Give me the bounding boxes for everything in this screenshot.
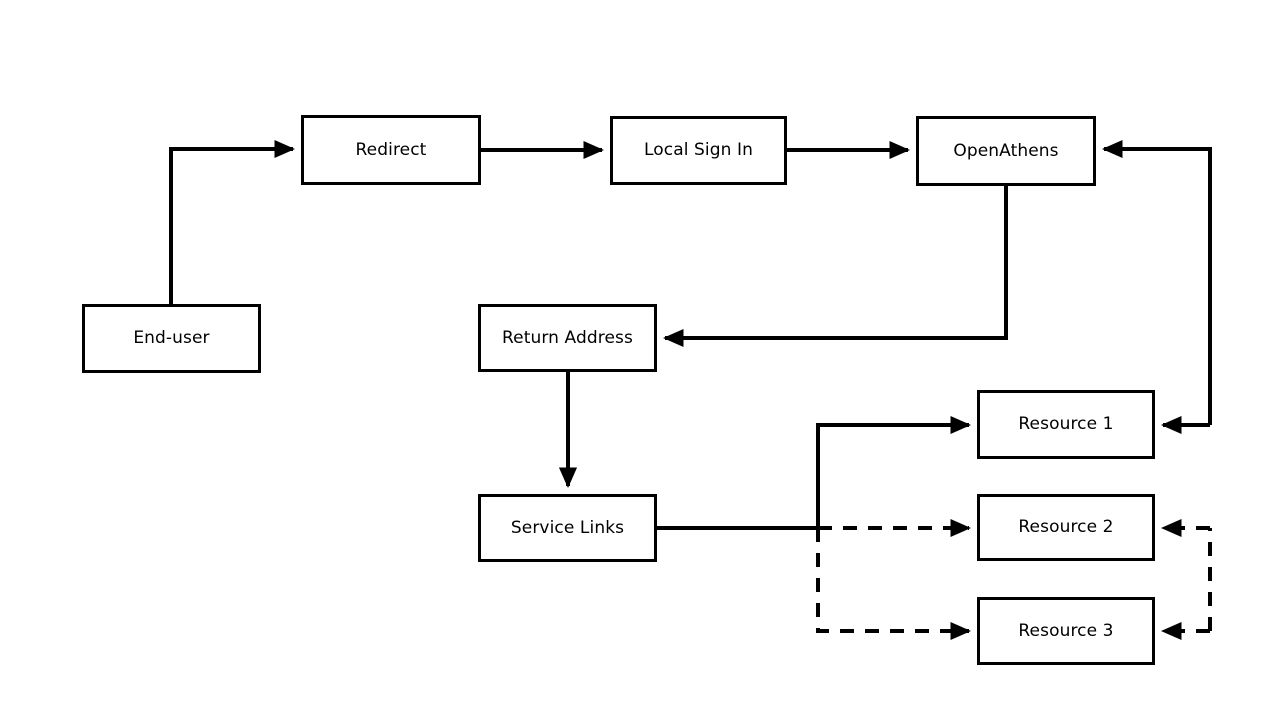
node-return-address-label: Return Address (502, 327, 633, 348)
edge-openathens-to-return-address (662, 186, 1008, 348)
node-end-user-label: End-user (133, 328, 210, 348)
edge-service-links-to-resource-3 (816, 528, 972, 641)
node-redirect-label: Redirect (355, 139, 427, 160)
node-resource-3-label: Resource 3 (1018, 620, 1114, 641)
node-openathens[interactable]: OpenAthens (916, 116, 1096, 186)
node-service-links-label: Service Links (510, 517, 625, 538)
node-local-sign-in-label: Local Sign In (643, 140, 754, 160)
node-resource-2[interactable]: Resource 2 (977, 494, 1155, 561)
node-resource-1-label: Resource 1 (1018, 414, 1114, 434)
node-return-address[interactable]: Return Address (478, 304, 657, 372)
node-openathens-label: OpenAthens (953, 140, 1059, 161)
edge-end-user-to-redirect (169, 139, 296, 304)
node-end-user[interactable]: End-user (82, 304, 261, 373)
node-resource-1[interactable]: Resource 1 (977, 390, 1155, 459)
edge-resource-1-to-openathens (1101, 139, 1212, 425)
node-resource-2-label: Resource 2 (1018, 517, 1114, 537)
node-redirect[interactable]: Redirect (301, 115, 481, 185)
node-local-sign-in[interactable]: Local Sign In (610, 116, 787, 185)
node-service-links[interactable]: Service Links (478, 494, 657, 562)
node-resource-3[interactable]: Resource 3 (977, 597, 1155, 665)
edge-service-links-to-resource-1 (816, 415, 972, 528)
